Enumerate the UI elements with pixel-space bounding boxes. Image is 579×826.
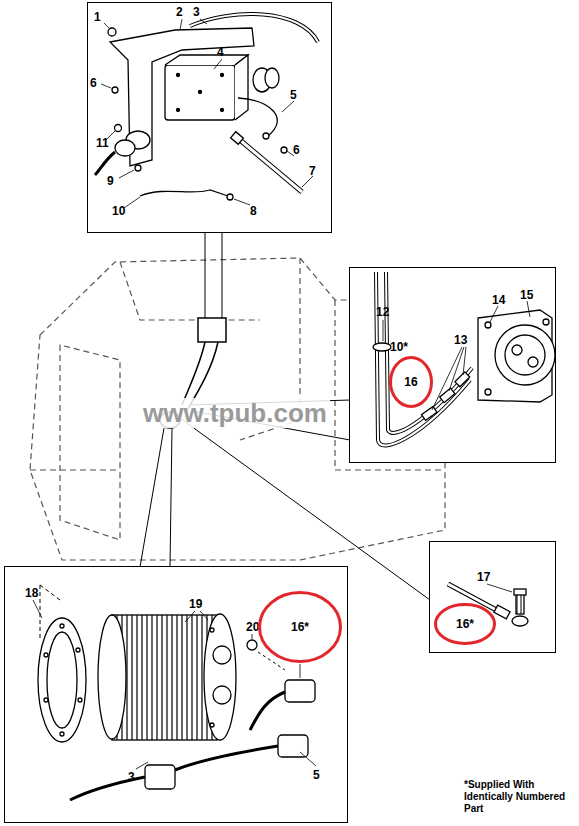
callout-number: 14	[492, 293, 505, 307]
callout-leader	[383, 301, 530, 410]
callout-number: 12	[376, 305, 389, 319]
callout-number: 3	[128, 770, 135, 784]
callout-number: 15	[520, 288, 533, 302]
callout-number: 2	[176, 5, 183, 19]
callout-number: 16	[404, 375, 417, 389]
callout-number: 11	[96, 136, 109, 150]
callout-number: 16*	[456, 617, 474, 631]
callout-number: 17	[477, 570, 490, 584]
callout-number: 13	[454, 333, 467, 347]
callout-number: 18	[25, 586, 38, 600]
callout-number: 9	[107, 174, 114, 188]
highlight-circle: 16	[389, 356, 433, 408]
callout-number: 1	[94, 10, 101, 24]
detail-inset: 12345667891011	[88, 3, 331, 232]
callout-number: 8	[250, 204, 257, 218]
callout-leader	[101, 19, 313, 208]
callout-number: 16*	[291, 620, 309, 634]
callout-number: 20	[246, 620, 259, 634]
junction-box-assembly	[95, 14, 318, 200]
callout-number: 10	[112, 204, 125, 218]
inset-ground	[5, 3, 555, 822]
red-ellipse-outline	[260, 593, 341, 662]
red-ellipse-outline	[391, 358, 432, 407]
callout-number: 3	[193, 5, 200, 19]
detail-inset: 17 16*	[430, 542, 555, 652]
coil-assembly	[38, 585, 315, 800]
footnote: *Supplied With Identically Numbered Part	[464, 779, 576, 815]
callout-leader	[33, 600, 316, 769]
connector-assembly	[373, 272, 555, 445]
callout-number: 4	[217, 45, 224, 59]
callout-number: 5	[290, 88, 297, 102]
callout-number: 7	[309, 164, 316, 178]
red-ellipse-outline	[436, 605, 495, 644]
detail-inset: 18 19 20 3 5 16*	[5, 567, 347, 822]
callout-number: 6	[293, 143, 300, 157]
watermark: www.tpub.com	[140, 398, 330, 428]
callout-leader	[487, 584, 512, 592]
highlight-circle: 16*	[258, 591, 342, 663]
callout-number: 6	[90, 76, 97, 90]
highlight-circle: 16*	[434, 603, 496, 645]
callout-number: 5	[313, 768, 320, 782]
detail-inset: 12 10* 13 14 15 16	[350, 268, 555, 462]
callout-number: 19	[189, 597, 202, 611]
callout-number: 10*	[390, 340, 408, 354]
